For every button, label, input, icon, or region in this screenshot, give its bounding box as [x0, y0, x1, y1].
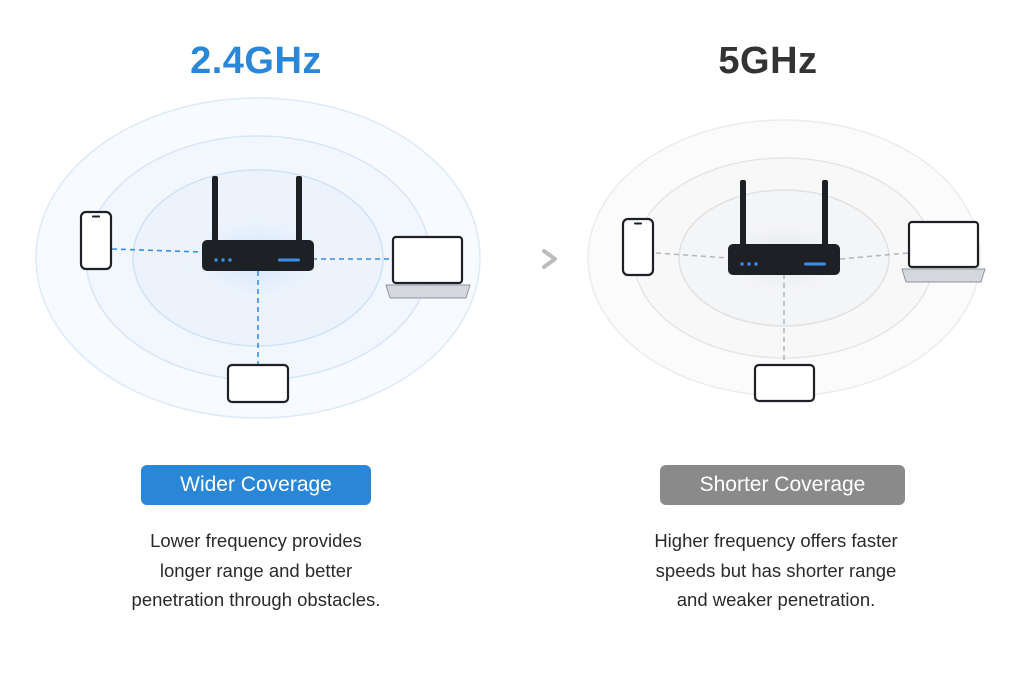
coverage-scene-5ghz	[587, 119, 986, 403]
panel-5ghz: 5GHz Shorter Coverage Higher frequency o…	[512, 0, 1024, 683]
laptop-icon	[385, 235, 471, 299]
link-phone	[111, 248, 203, 253]
description-line: and weaker penetration.	[676, 589, 876, 610]
description-5ghz: Higher frequency offers faster speeds bu…	[600, 526, 952, 615]
laptop-icon	[901, 220, 986, 283]
tablet-icon	[226, 363, 290, 404]
coverage-badge: Shorter Coverage	[660, 465, 905, 505]
link-phone	[655, 252, 729, 259]
coverage-scene-2-4ghz	[35, 97, 481, 419]
frequency-title: 5GHz	[718, 40, 818, 82]
router-icon	[202, 176, 314, 271]
link-laptop	[839, 252, 909, 260]
smartphone-icon	[79, 210, 113, 271]
description-line: speeds but has shorter range	[655, 559, 897, 581]
description-line: Higher frequency offers faster	[654, 530, 898, 551]
description-line: Lower frequency provides	[150, 530, 362, 551]
description-line: penetration through obstacles.	[131, 589, 381, 610]
router-icon	[728, 180, 840, 275]
smartphone-icon	[621, 217, 655, 277]
panel-2-4ghz: 2.4GHz Wider Coverage Lower frequency pr…	[35, 40, 481, 615]
tablet-icon	[753, 363, 816, 403]
coverage-badge: Wider Coverage	[141, 465, 371, 505]
frequency-title: 2.4GHz	[190, 40, 322, 82]
arrow-right-icon	[502, 249, 557, 269]
description-2-4ghz: Lower frequency provides longer range an…	[80, 526, 432, 615]
description-line: longer range and better	[159, 559, 353, 581]
